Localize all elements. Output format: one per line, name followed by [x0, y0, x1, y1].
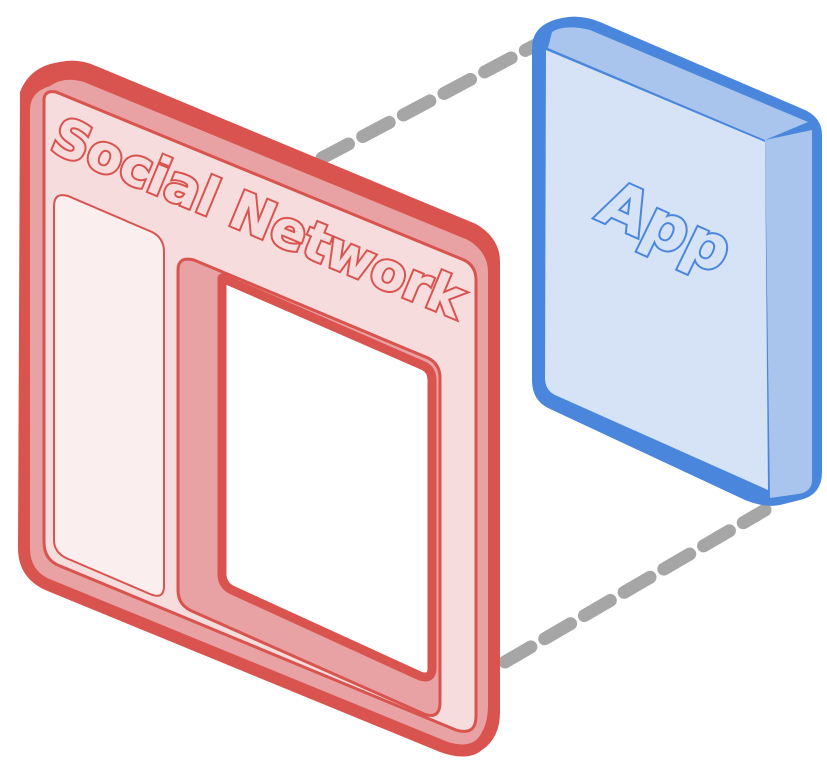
app-block-top	[548, 27, 808, 140]
connectors	[315, 33, 772, 669]
social-network-block: Social Network	[18, 60, 500, 757]
app-block-side	[765, 130, 812, 498]
social-network-content-window	[217, 273, 437, 682]
app-block: App	[532, 16, 822, 506]
connector-top	[315, 33, 552, 165]
connector-bottom	[498, 503, 772, 669]
social-network-sidebar	[53, 194, 165, 597]
app-block-face	[545, 50, 768, 490]
